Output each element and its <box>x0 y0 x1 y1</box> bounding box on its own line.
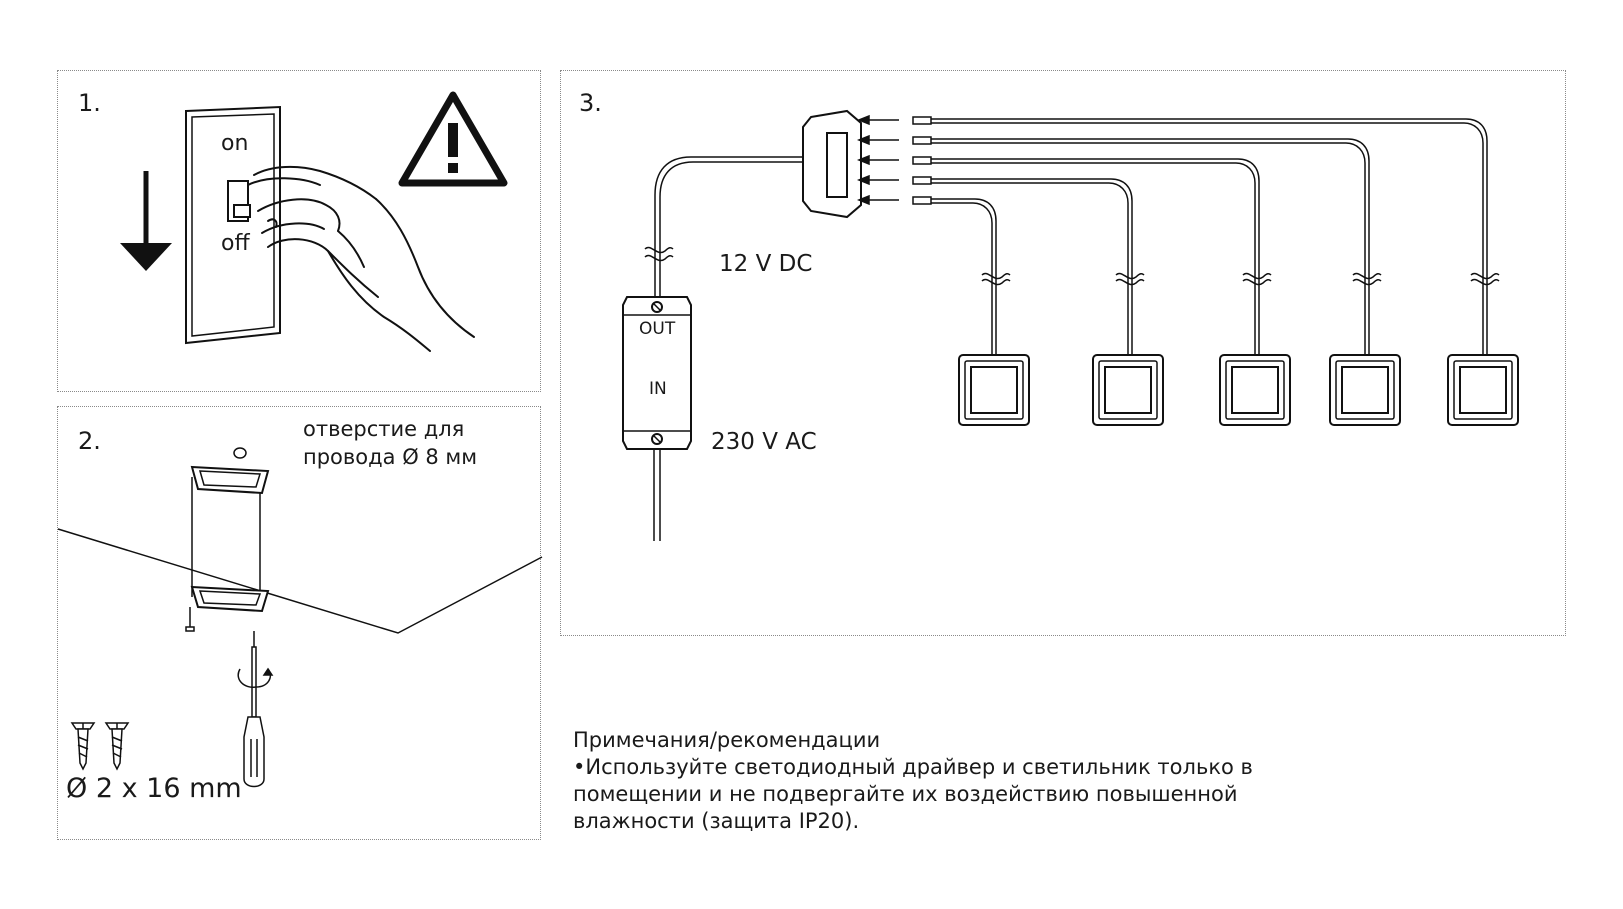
switch-plate <box>185 105 281 345</box>
step-number-1: 1. <box>78 89 101 117</box>
wiring-diagram <box>622 109 1519 541</box>
led-light <box>958 354 1030 426</box>
driver-out-label: OUT <box>639 319 676 339</box>
output-voltage-label: 12 V DC <box>719 251 813 277</box>
arrow-down-icon <box>120 171 172 271</box>
led-light <box>1447 354 1519 426</box>
step-number-3: 3. <box>579 89 602 117</box>
arrow-left-icon <box>856 114 899 206</box>
mounting-bracket <box>190 465 270 613</box>
wire-hole <box>233 447 247 459</box>
screws-icon <box>70 722 130 771</box>
screw-size-label: Ø 2 x 16 mm <box>66 773 242 804</box>
led-light <box>1329 354 1401 426</box>
hand-illustration <box>247 165 475 352</box>
panel-step-2: 2. отверстие для провода Ø 8 мм <box>57 406 543 840</box>
notes-line-1: Используйте светодиодный драйвер и свети… <box>585 755 1253 779</box>
led-driver <box>622 296 692 450</box>
led-light <box>1219 354 1291 426</box>
bullet: • <box>573 755 586 779</box>
distributor-hub <box>802 109 862 219</box>
switch-off-label: off <box>221 231 250 256</box>
driver-in-label: IN <box>649 379 667 399</box>
switch-on-label: on <box>221 131 249 156</box>
notes-section: Примечания/рекомендации •Используйте све… <box>573 727 1253 835</box>
panel-step-1: 1. o <box>57 70 541 392</box>
cable-230v <box>653 449 661 541</box>
screwdriver-icon <box>237 631 274 788</box>
mounting-illustration <box>57 447 543 788</box>
notes-title: Примечания/рекомендации <box>573 728 881 752</box>
notes-line-3: влажности (защита IP20). <box>573 809 860 833</box>
led-light <box>1092 354 1164 426</box>
notes-line-2: помещении и не подвергайте их воздействи… <box>573 782 1238 806</box>
step-number-2: 2. <box>78 427 101 455</box>
cable-12v <box>644 156 803 297</box>
wall-switch-illustration <box>120 91 508 352</box>
input-voltage-label: 230 V AC <box>711 429 817 455</box>
branch-cables <box>912 116 1500 355</box>
mounting-surface <box>57 528 543 634</box>
panel-step-3: 3. <box>560 70 1566 636</box>
hole-label-line2: провода Ø 8 мм <box>303 445 478 469</box>
hole-label-line1: отверстие для <box>303 417 465 441</box>
warning-icon <box>398 91 508 187</box>
notes-text: •Используйте светодиодный драйвер и свет… <box>573 754 1253 781</box>
screw-icon <box>185 607 195 632</box>
